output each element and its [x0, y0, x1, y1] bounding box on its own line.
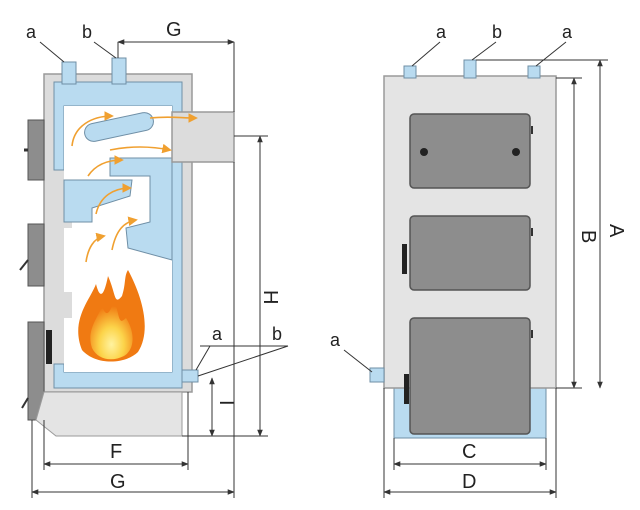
dim-label-g-bottom: G	[110, 471, 126, 493]
dim-label-g-top: G	[166, 19, 182, 41]
front-door-middle	[409, 215, 531, 291]
door-top	[27, 119, 45, 181]
front-label-a-right: a	[562, 22, 573, 42]
dim-label-f: F	[110, 441, 122, 463]
dim-label-d: D	[462, 471, 476, 493]
dim-label-b: B	[577, 230, 599, 243]
label-b-side-left: b	[272, 324, 282, 344]
dim-label-h: H	[259, 290, 281, 304]
base-plinth	[35, 391, 183, 437]
dim-label-i: I	[215, 400, 237, 406]
front-door-bottom	[409, 317, 531, 435]
front-label-a-side: a	[330, 330, 341, 350]
connector-b-top	[111, 57, 127, 85]
label-b-top-left: b	[82, 22, 92, 42]
door-middle	[27, 223, 45, 287]
front-door-top	[409, 113, 531, 189]
label-a-top-left: a	[26, 22, 37, 42]
front-label-a-left: a	[436, 22, 447, 42]
heat-flow-arrow-icon	[71, 111, 198, 263]
front-connector-a-left	[403, 65, 417, 79]
connector-a-top	[61, 61, 77, 85]
flame-icon	[78, 270, 145, 362]
connector-a-side	[181, 369, 199, 383]
label-a-side-left: a	[212, 324, 223, 344]
section-view: a b a b G H I F G	[19, 19, 289, 498]
front-connector-a-side	[369, 367, 385, 383]
flue-outlet	[171, 111, 235, 163]
door-handle	[46, 330, 52, 364]
baffle-right	[109, 157, 173, 261]
dim-label-a: A	[605, 224, 627, 238]
flue-oval	[84, 112, 154, 142]
dim-label-c: C	[462, 441, 476, 463]
front-label-b: b	[492, 22, 502, 42]
front-connector-a-right	[527, 65, 541, 79]
front-view: a b a a B A C D	[330, 22, 627, 498]
front-connector-b	[463, 59, 477, 79]
